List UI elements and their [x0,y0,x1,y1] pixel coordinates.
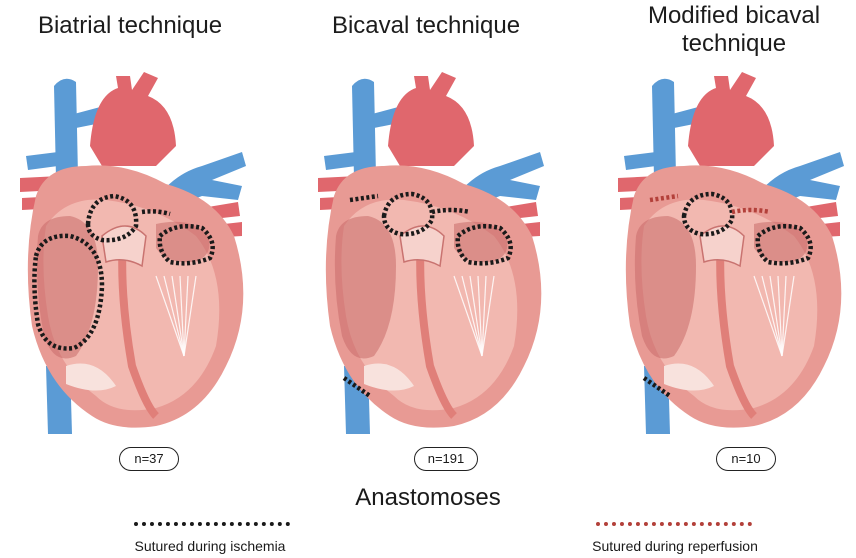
aortic-arch [688,72,774,166]
aortic-valve [102,226,146,266]
heart-svg [6,66,256,436]
heart-svg [304,66,554,436]
left-blue-branch [26,152,58,170]
panel-title-biatrial: Biatrial technique [0,12,260,40]
heart-illustration-bicaval [304,66,554,436]
heart-illustration-modified-bicaval [604,66,854,436]
heart-illustration-biatrial [6,66,256,436]
legend-swatch-reperfusion [596,522,752,526]
count-badge-bicaval: n=191 [414,447,478,471]
count-badge-modified-bicaval: n=10 [716,447,776,471]
legend-title: Anastomoses [328,484,528,512]
count-badge-biatrial: n=37 [119,447,179,471]
heart-svg [604,66,854,436]
legend-label-reperfusion: Sutured during reperfusion [560,537,790,555]
left-blue-branch [624,152,656,170]
legend-label-ischemia: Sutured during ischemia [100,537,320,555]
aortic-arch [90,72,176,166]
aortic-arch [388,72,474,166]
panel-title-modified-bicaval: Modified bicaval technique [612,2,856,58]
left-blue-branch [324,152,356,170]
legend-swatch-ischemia [134,522,290,526]
panel-title-bicaval: Bicaval technique [296,12,556,40]
